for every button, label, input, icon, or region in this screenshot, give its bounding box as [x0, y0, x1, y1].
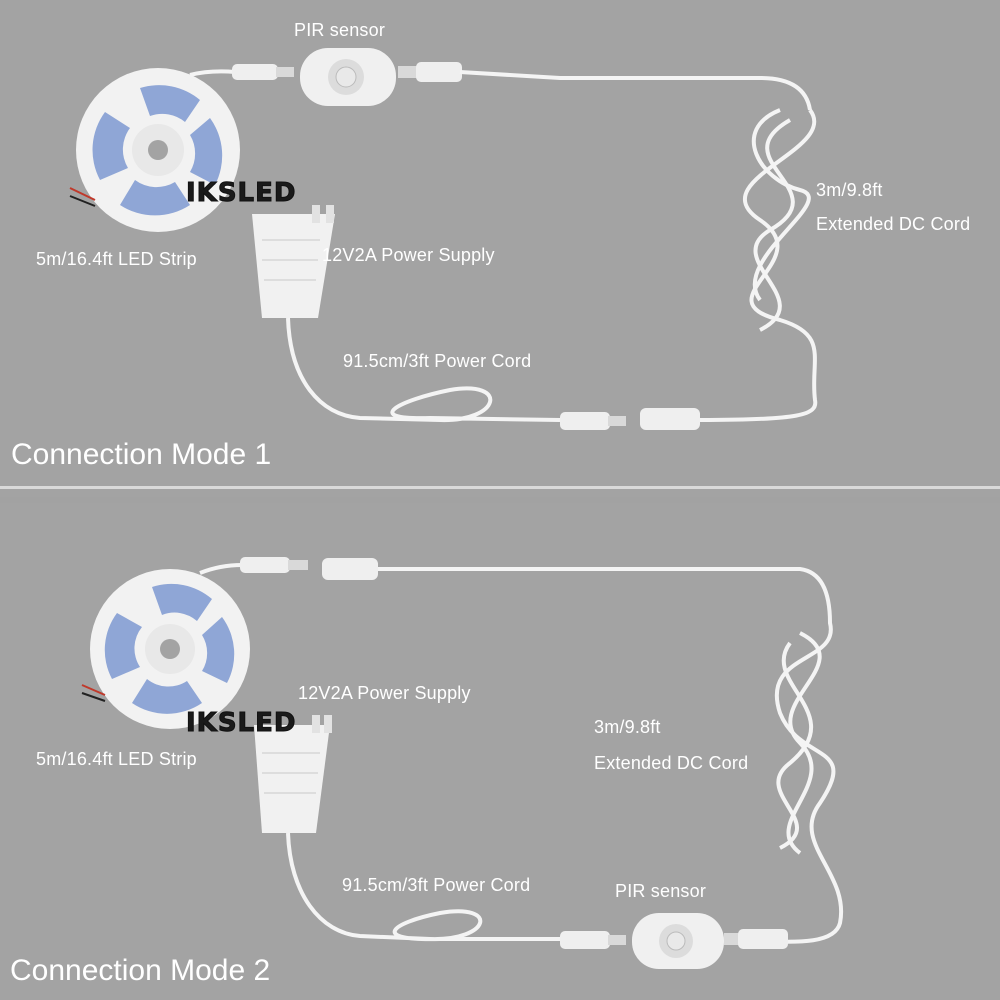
- pir-sensor-device: [632, 913, 724, 969]
- strip-lead-cable: [190, 71, 235, 75]
- connection-mode-2-panel: 12V2A Power Supply 3m/9.8ft Extended DC …: [0, 503, 1000, 1000]
- pir-sensor-label: PIR sensor: [615, 881, 706, 902]
- led-strip-reel: [82, 569, 250, 729]
- led-strip-label: 5m/16.4ft LED Strip: [36, 749, 197, 770]
- brand-logo: IKSLED: [186, 178, 296, 208]
- power-supply-label: 12V2A Power Supply: [322, 245, 495, 266]
- power-cord-label: 91.5cm/3ft Power Cord: [343, 351, 531, 372]
- strip-lead-cable: [200, 565, 242, 573]
- brand-logo: IKSLED: [186, 708, 296, 738]
- mode-2-title: Connection Mode 2: [10, 954, 270, 988]
- dc-male-plug: [232, 64, 278, 80]
- led-strip-label: 5m/16.4ft LED Strip: [36, 249, 197, 270]
- pir-sensor-label: PIR sensor: [294, 20, 385, 41]
- extended-cord-name-label: Extended DC Cord: [594, 753, 748, 774]
- dc-female-connector: [640, 408, 700, 430]
- power-cord-label: 91.5cm/3ft Power Cord: [342, 875, 530, 896]
- dc-male-plug-2: [560, 412, 610, 430]
- extended-dc-cord: [460, 72, 810, 110]
- mode-1-title: Connection Mode 1: [11, 438, 271, 472]
- section-divider: [0, 486, 1000, 489]
- dc-female-connector: [322, 558, 378, 580]
- connection-mode-1-panel: PIR sensor 3m/9.8ft Extended DC Cord 5m/…: [0, 0, 1000, 497]
- extended-cord-name-label: Extended DC Cord: [816, 214, 970, 235]
- extended-cord-length-label: 3m/9.8ft: [816, 180, 883, 201]
- extended-cord-length-label: 3m/9.8ft: [594, 717, 661, 738]
- pir-sensor-device: [300, 48, 396, 106]
- dc-male-plug: [240, 557, 290, 573]
- power-supply-label: 12V2A Power Supply: [298, 683, 471, 704]
- dc-male-plug-2: [560, 931, 610, 949]
- dc-female-plug: [416, 62, 462, 82]
